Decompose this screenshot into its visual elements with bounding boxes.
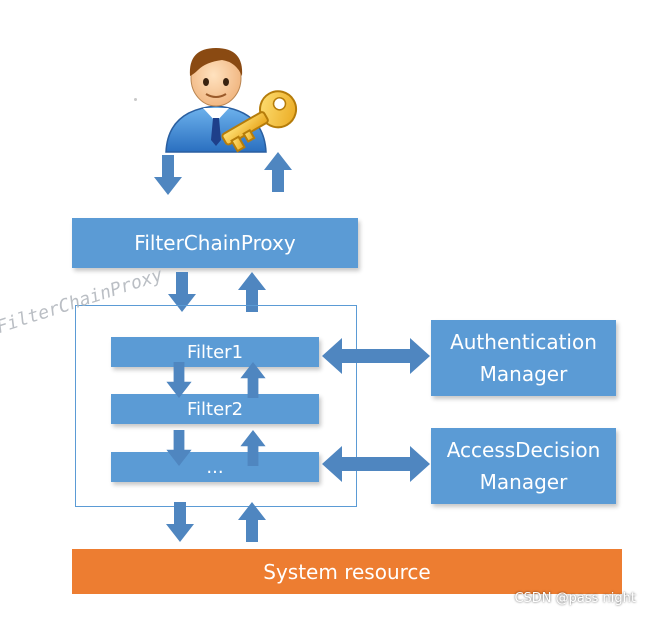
authentication-manager-line2: Manager [479,362,568,386]
system-resource-bar: System resource [72,549,622,594]
filter-label: Filter1 [186,341,244,363]
source-credit: CSDN @pass night [514,591,636,606]
filter-box: ... [111,452,319,482]
filter-chain-proxy-box: FilterChainProxy [72,218,358,268]
filter-label: Filter2 [186,398,244,420]
double-arrow-icon [322,446,430,482]
double-arrow-icon [322,338,430,374]
access-decision-manager-line2: Manager [479,470,568,494]
arrow-down-icon [166,430,192,466]
filter-box: Filter1 [111,337,319,367]
arrow-down-icon [166,502,194,542]
authentication-manager-box: Authentication Manager [431,320,616,396]
authentication-manager-line1: Authentication [450,330,597,354]
arrow-down-icon [168,272,196,312]
arrow-up-icon [240,430,266,466]
arrow-down-icon [166,362,192,398]
filter-chain-proxy-label: FilterChainProxy [134,231,296,255]
arrow-up-icon [238,272,266,312]
system-resource-label: System resource [263,559,431,584]
arrow-down-icon [154,155,182,195]
access-decision-manager-line1: AccessDecision [446,438,601,462]
filter-box: Filter2 [111,394,319,424]
access-decision-manager-box: AccessDecision Manager [431,428,616,504]
filter-label: ... [206,456,224,478]
arrow-up-icon [264,152,292,192]
arrow-up-icon [240,362,266,398]
filter-chain-frame [75,305,357,507]
stray-dot [134,98,137,101]
user-with-key-icon [165,48,298,153]
arrow-up-icon [238,502,266,542]
